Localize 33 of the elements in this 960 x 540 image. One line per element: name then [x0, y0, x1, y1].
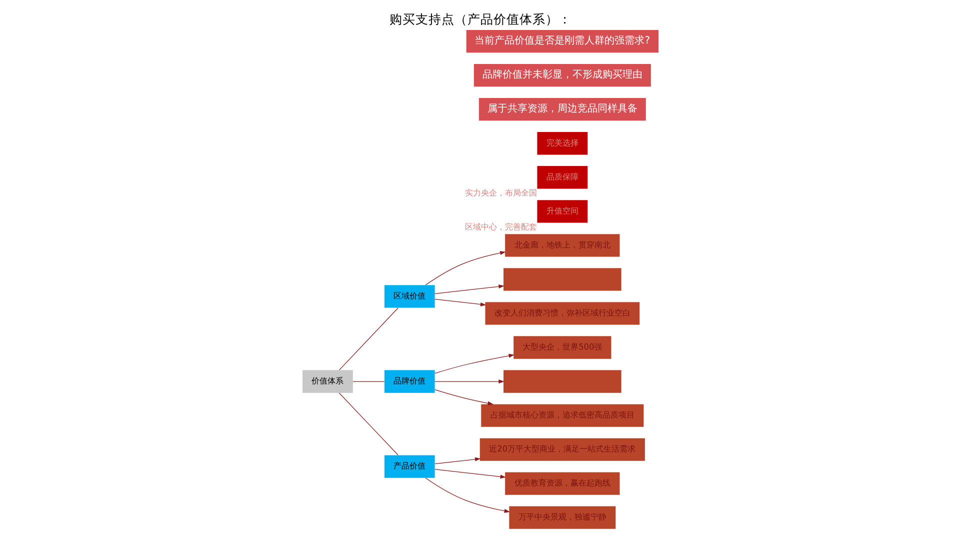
arrow — [434, 380, 504, 384]
arrow — [424, 478, 510, 513]
node-box: 优质教育资源，赢在起跑线 — [504, 472, 620, 495]
diagram-title: 购买支持点（产品价值体系）： — [389, 12, 571, 27]
label: 当前产品价值是否是刚需人群的强需求? — [474, 36, 650, 47]
arrow — [434, 354, 514, 374]
node-box: 产品价值 — [384, 455, 434, 478]
node-label: 实力央企，布局全国 — [464, 187, 536, 198]
arrow — [434, 457, 480, 464]
node-box: 占据城市核心资源，追求低密高品质项目 — [480, 404, 644, 427]
connector — [338, 392, 398, 456]
node-box: 完美选择 — [536, 132, 588, 155]
arrow — [424, 251, 506, 286]
node-box: 区域价值 — [384, 285, 434, 308]
node-box — [503, 370, 621, 393]
label: 品牌价值并未彰显，不形成购买理由 — [482, 70, 642, 81]
node-box: 品质保障 — [536, 166, 588, 189]
node-label: 区域中心，完善配套 — [464, 221, 536, 232]
node-box: 品牌价值 — [384, 370, 434, 393]
arrow — [434, 298, 486, 306]
node-box: 万平中央景观，独谧宁静 — [508, 506, 616, 529]
arrow — [434, 469, 506, 479]
connector — [352, 381, 384, 382]
node-box: 大型央企，世界500强 — [513, 336, 611, 359]
node-box: 升值空间 — [536, 200, 588, 223]
arrow — [434, 389, 493, 406]
node-box — [503, 268, 621, 291]
label: 属于共享资源，周边竞品同样具备 — [486, 104, 637, 115]
node-box: 北金廊，地铁上，贯穿南北 — [504, 234, 620, 257]
node-box: 价值体系 — [302, 370, 352, 393]
connector — [338, 308, 398, 370]
arrow — [434, 284, 504, 294]
node-box: 改变人们消费习惯，弥补区域行业空白 — [484, 302, 640, 325]
